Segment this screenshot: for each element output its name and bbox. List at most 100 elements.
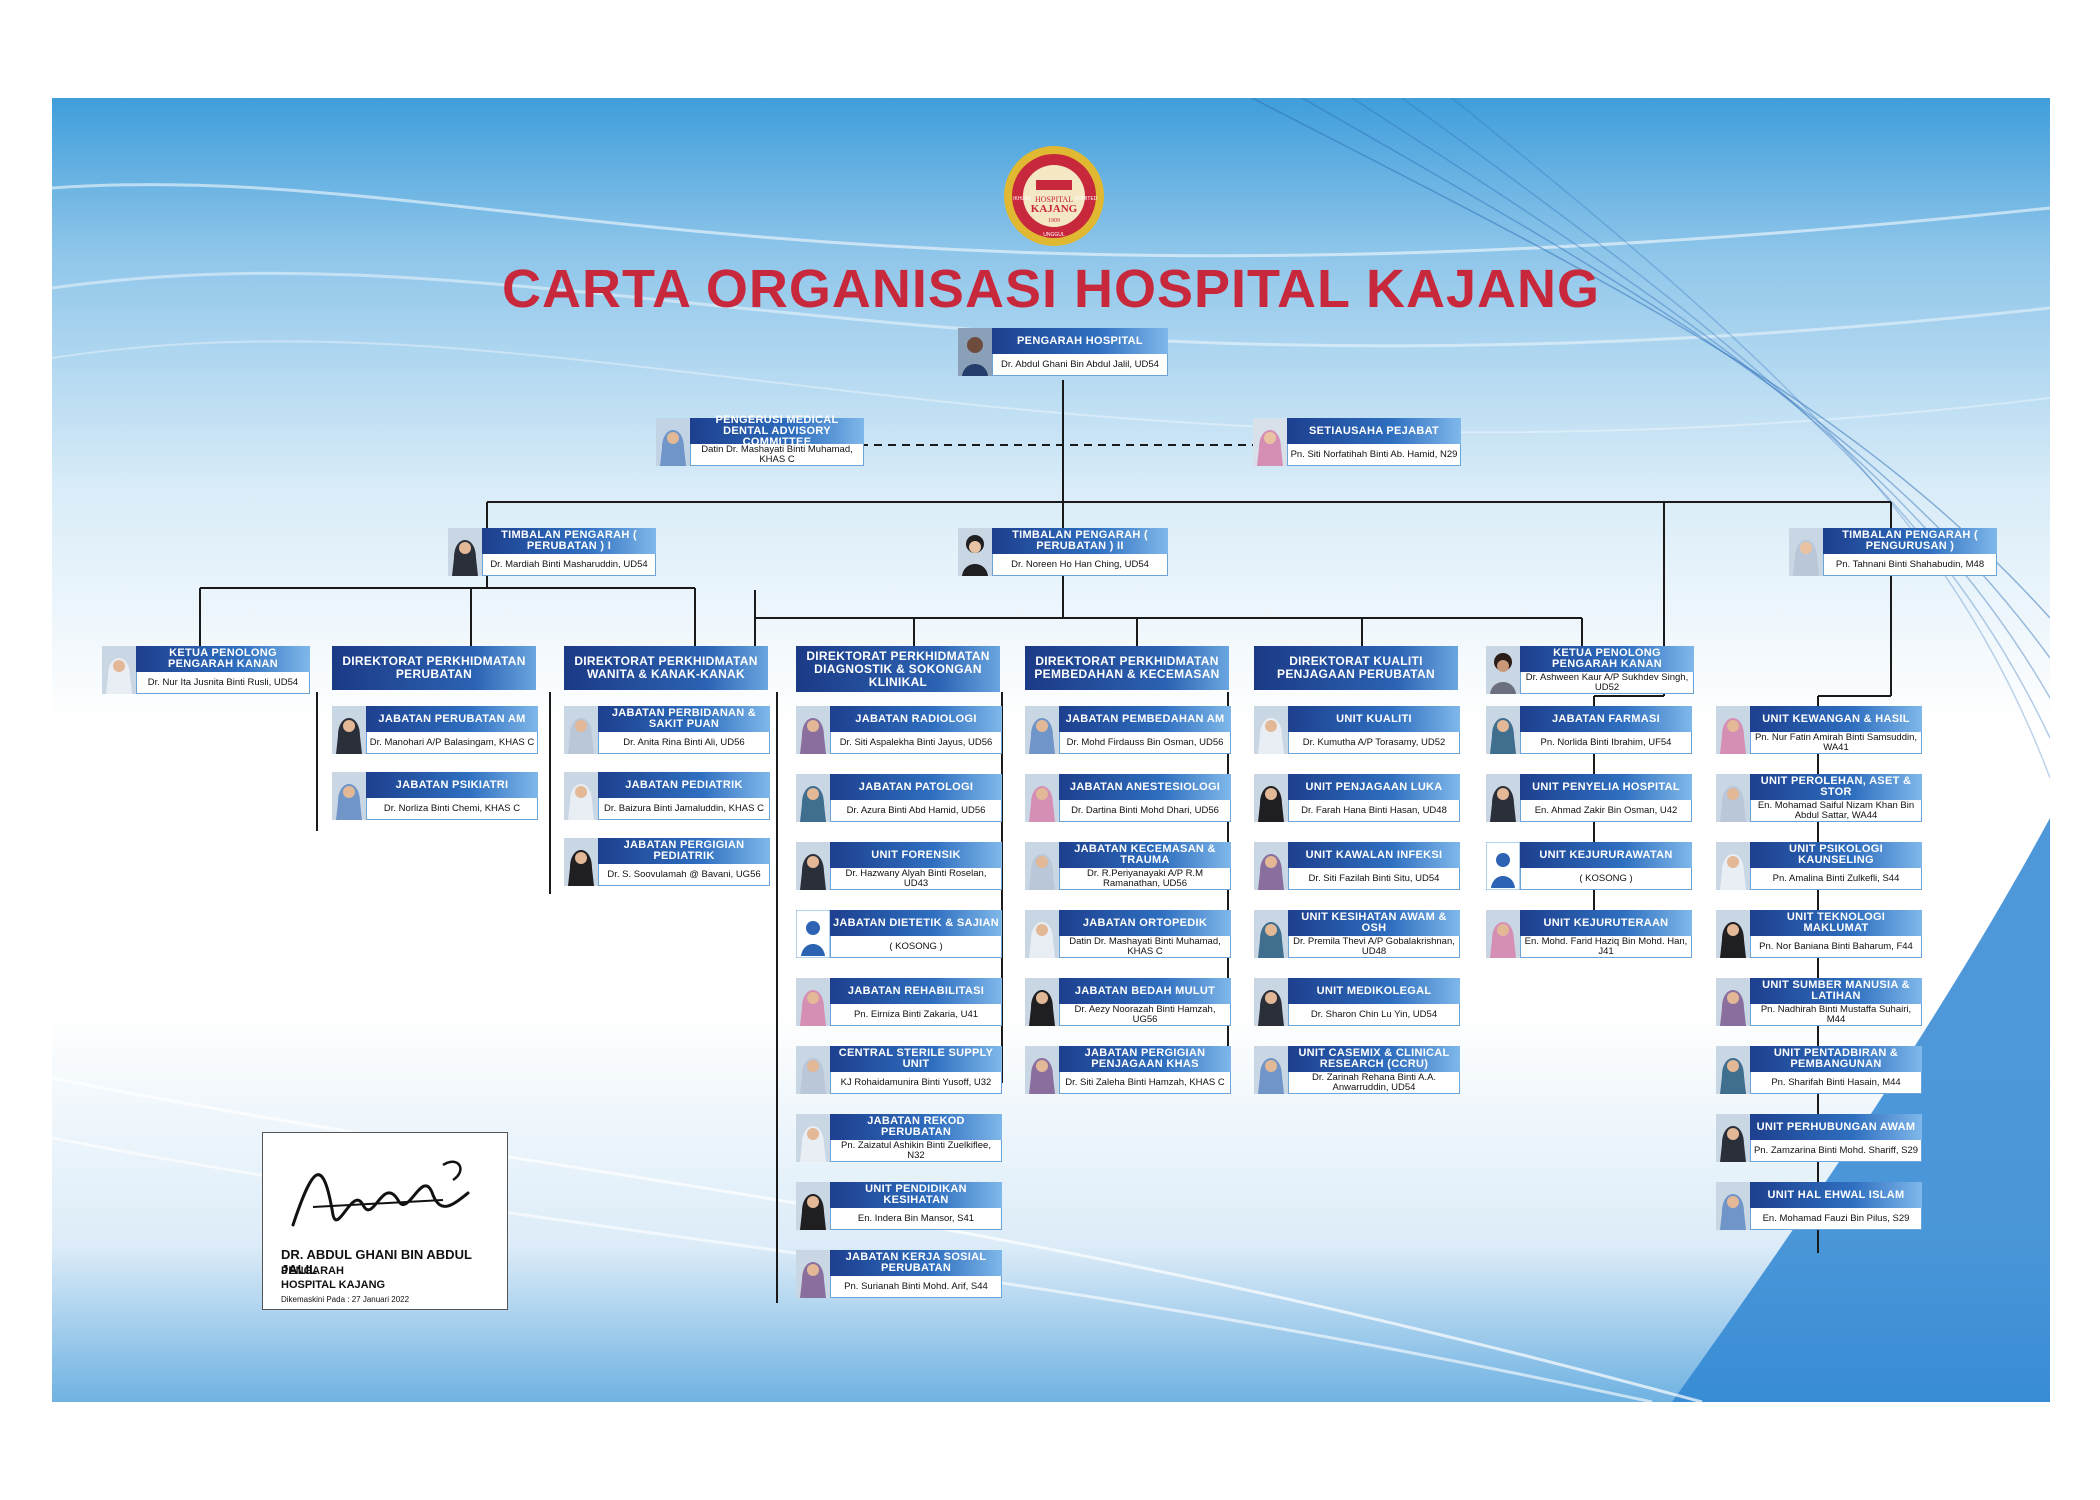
- card-title: JABATAN BEDAH MULUT: [1059, 978, 1231, 1004]
- card-name: Dr. Kumutha A/P Torasamy, UD52: [1288, 732, 1460, 754]
- card-title: KETUA PENOLONG PENGARAH KANAN: [1520, 646, 1694, 672]
- department-card: UNIT CASEMIX & CLINICAL RESEARCH (CCRU)D…: [1254, 1046, 1460, 1094]
- card-name: Datin Dr. Mashayati Binti Muhamad, KHAS …: [690, 444, 864, 466]
- card-title: JABATAN PEMBEDAHAN AM: [1059, 706, 1231, 732]
- directorate-wanita: DIREKTORAT PERKHIDMATAN WANITA & KANAK-K…: [564, 646, 768, 690]
- card-title: UNIT KUALITI: [1288, 706, 1460, 732]
- avatar: [448, 528, 482, 576]
- card-name: Dr. Norliza Binti Chemi, KHAS C: [366, 798, 538, 820]
- card-title: JABATAN PEDIATRIK: [598, 772, 770, 798]
- deputy-2-card: TIMBALAN PENGARAH ( PERUBATAN ) II Dr. N…: [958, 528, 1168, 576]
- card-title: TIMBALAN PENGARAH ( PERUBATAN ) I: [482, 528, 656, 554]
- avatar: [1254, 1046, 1288, 1094]
- card-title: UNIT PENTADBIRAN & PEMBANGUNAN: [1750, 1046, 1922, 1072]
- card-name: Pn. Siti Norfatihah Binti Ab. Hamid, N29: [1287, 444, 1461, 466]
- card-title: CENTRAL STERILE SUPPLY UNIT: [830, 1046, 1002, 1072]
- avatar: [1716, 706, 1750, 754]
- directorate-kualiti: DIREKTORAT KUALITI PENJAGAAN PERUBATAN: [1254, 646, 1458, 690]
- card-title: UNIT KEWANGAN & HASIL: [1750, 706, 1922, 732]
- signature-box: DR. ABDUL GHANI BIN ABDUL JALIL PENGARAH…: [262, 1132, 508, 1310]
- card-title: UNIT KEJURUTERAAN: [1520, 910, 1692, 936]
- avatar: [796, 1114, 830, 1162]
- org-chart-poster: HOSPITAL KAJANG 1909 IKHLAS KOMITED UNGG…: [52, 98, 2050, 1402]
- avatar: [1716, 842, 1750, 890]
- avatar: [1486, 910, 1520, 958]
- card-name: Dr. Noreen Ho Han Ching, UD54: [992, 554, 1168, 576]
- card-name: ( KOSONG ): [1520, 868, 1692, 890]
- card-name: Dr. Mardiah Binti Masharuddin, UD54: [482, 554, 656, 576]
- director-card: PENGARAH HOSPITAL Dr. Abdul Ghani Bin Ab…: [958, 328, 1168, 376]
- avatar: [332, 772, 366, 820]
- card-title: UNIT TEKNOLOGI MAKLUMAT: [1750, 910, 1922, 936]
- card-title: UNIT FORENSIK: [830, 842, 1002, 868]
- card-title: JABATAN PERGIGIAN PEDIATRIK: [598, 838, 770, 864]
- card-title: TIMBALAN PENGARAH ( PENGURUSAN ): [1823, 528, 1997, 554]
- avatar: [1253, 418, 1287, 466]
- avatar: [564, 838, 598, 886]
- svg-text:KOMITED: KOMITED: [1075, 196, 1098, 202]
- avatar: [796, 1046, 830, 1094]
- card-name: En. Mohamad Fauzi Bin Pilus, S29: [1750, 1208, 1922, 1230]
- page-title: CARTA ORGANISASI HOSPITAL KAJANG: [501, 259, 1601, 319]
- card-title: PENGERUSI MEDICAL DENTAL ADVISORY COMMIT…: [690, 414, 864, 447]
- avatar: [1254, 910, 1288, 958]
- card-title: UNIT SUMBER MANUSIA & LATIHAN: [1750, 978, 1922, 1004]
- card-title: KETUA PENOLONG PENGARAH KANAN: [136, 646, 310, 672]
- vacant-avatar-icon: [1486, 842, 1520, 890]
- card-name: En. Mohd. Farid Haziq Bin Mohd. Han, J41: [1520, 936, 1692, 958]
- avatar: [1025, 774, 1059, 822]
- card-name: Pn. Tahnani Binti Shahabudin, M48: [1823, 554, 1997, 576]
- signature-image: [291, 1160, 470, 1227]
- card-name: Dr. Azura Binti Abd Hamid, UD56: [830, 800, 1002, 822]
- card-name: Dr. Sharon Chin Lu Yin, UD54: [1288, 1004, 1460, 1026]
- svg-text:HOSPITAL: HOSPITAL: [1035, 195, 1073, 204]
- svg-text:UNGGUL: UNGGUL: [1043, 232, 1065, 238]
- avatar: [958, 528, 992, 576]
- card-name: Pn. Nor Baniana Binti Baharum, F44: [1750, 936, 1922, 958]
- directorate-pembedahan: DIREKTORAT PERKHIDMATAN PEMBEDAHAN & KEC…: [1025, 646, 1229, 690]
- department-card: UNIT KEJURURAWATAN( KOSONG ): [1486, 842, 1692, 890]
- avatar: [1486, 646, 1520, 694]
- card-title: JABATAN PSIKIATRI: [366, 772, 538, 798]
- card-name: Dr. Aezy Noorazah Binti Hamzah, UG56: [1059, 1004, 1231, 1026]
- card-title: UNIT PERHUBUNGAN AWAM: [1750, 1114, 1922, 1140]
- card-title: UNIT KEJURURAWATAN: [1520, 842, 1692, 868]
- card-title: UNIT PSIKOLOGI KAUNSELING: [1750, 842, 1922, 868]
- avatar: [1486, 774, 1520, 822]
- card-title: JABATAN PERGIGIAN PENJAGAAN KHAS: [1059, 1046, 1231, 1072]
- avatar: [1716, 978, 1750, 1026]
- avatar: [1716, 1182, 1750, 1230]
- card-title: JABATAN REKOD PERUBATAN: [830, 1114, 1002, 1140]
- vacant-avatar-icon: [796, 910, 830, 958]
- avatar: [1254, 706, 1288, 754]
- avatar: [1025, 706, 1059, 754]
- kpp-1-card: KETUA PENOLONG PENGARAH KANAN Dr. Nur It…: [102, 646, 310, 694]
- svg-text:1909: 1909: [1048, 218, 1060, 224]
- avatar: [796, 1182, 830, 1230]
- card-name: En. Mohamad Saiful Nizam Khan Bin Abdul …: [1750, 800, 1922, 822]
- card-name: Dr. Manohari A/P Balasingam, KHAS C: [366, 732, 538, 754]
- signatory-role: PENGARAH: [281, 1265, 344, 1277]
- card-name: Dr. Hazwany Alyah Binti Roselan, UD43: [830, 868, 1002, 890]
- avatar: [1716, 1046, 1750, 1094]
- card-name: ( KOSONG ): [830, 936, 1002, 958]
- card-name: Dr. Siti Zaleha Binti Hamzah, KHAS C: [1059, 1072, 1231, 1094]
- card-name: Dr. Premila Thevi A/P Gobalakrishnan, UD…: [1288, 936, 1460, 958]
- card-title: UNIT MEDIKOLEGAL: [1288, 978, 1460, 1004]
- card-title: JABATAN PATOLOGI: [830, 774, 1002, 800]
- deputy-1-card: TIMBALAN PENGARAH ( PERUBATAN ) I Dr. Ma…: [448, 528, 656, 576]
- avatar: [564, 772, 598, 820]
- directorate-diagnostik: DIREKTORAT PERKHIDMATAN DIAGNOSTIK & SOK…: [796, 646, 1000, 692]
